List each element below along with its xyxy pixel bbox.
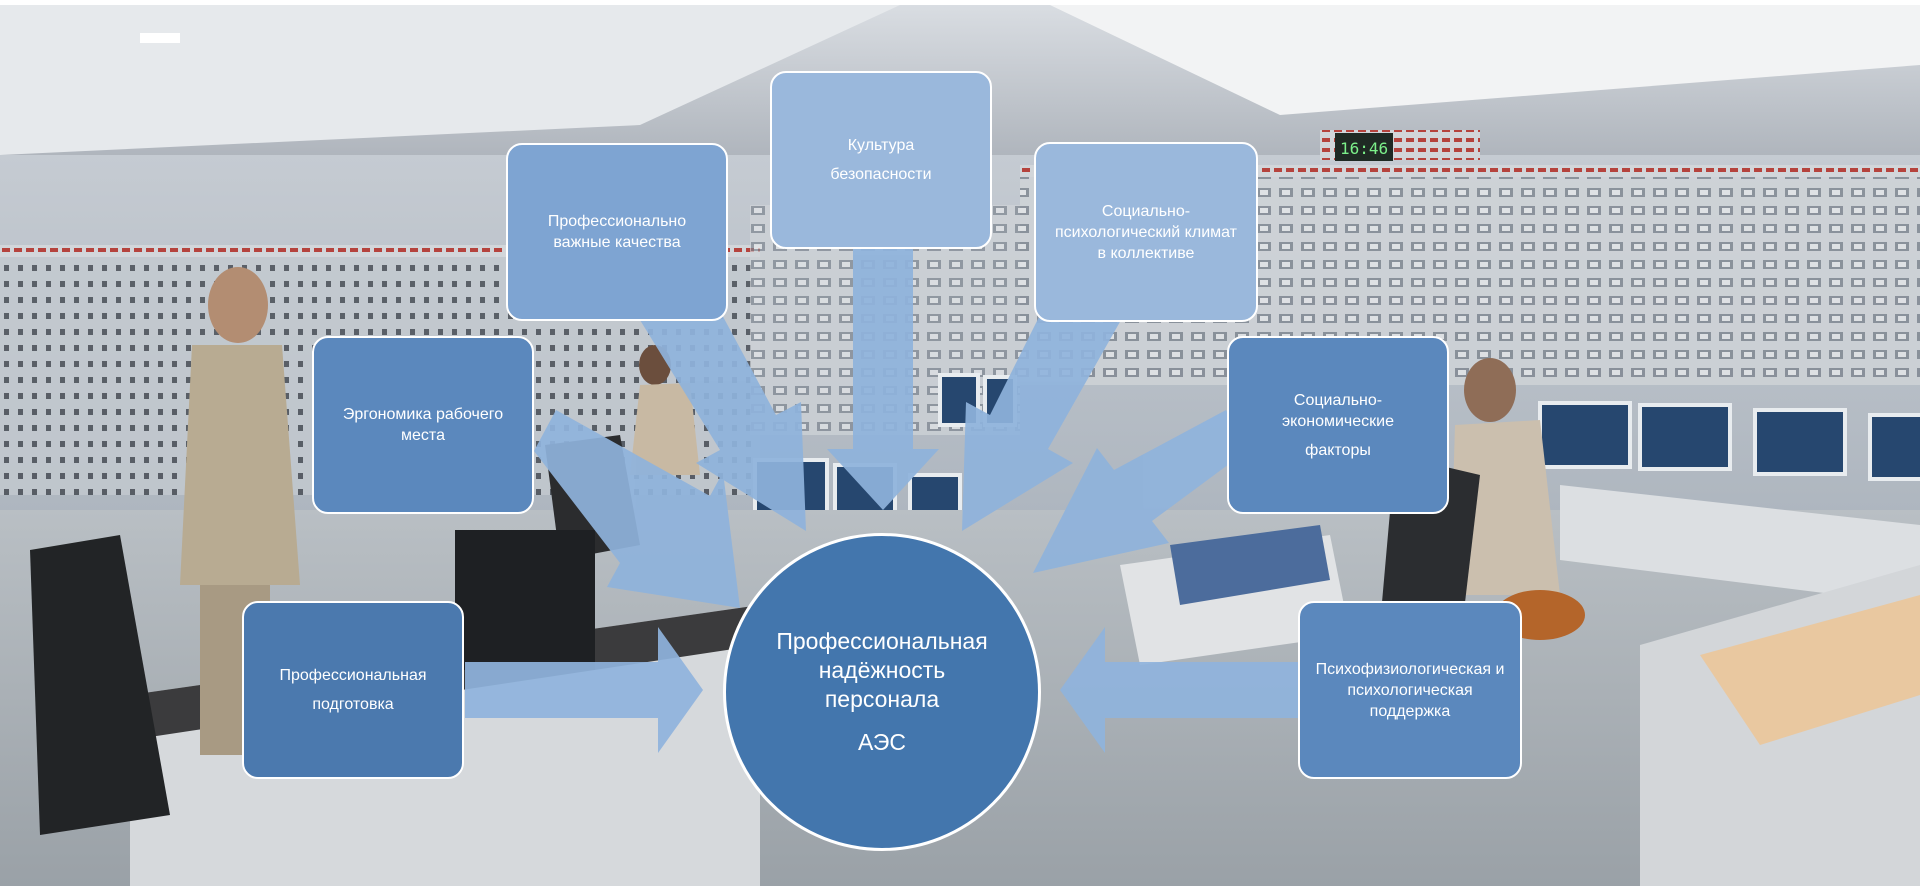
factor-qualities-line1: Профессионально (547, 213, 687, 230)
factor-support-line2: психологическая (1347, 681, 1473, 699)
factor-climate-line2: психологический климат (1054, 223, 1238, 241)
factor-training: Профессиональная подготовка (242, 601, 464, 779)
arrow-economic (1033, 410, 1248, 573)
svg-text:16:46: 16:46 (1340, 139, 1388, 158)
arrow-climate (962, 285, 1121, 531)
factor-culture-line2: безопасности (830, 166, 932, 183)
factor-culture: Культура безопасности (770, 71, 992, 249)
factor-climate-line3: в коллективе (1097, 244, 1195, 262)
factor-support-line1: Психофизиологическая и (1315, 660, 1505, 678)
hub-line1: Профессиональная (776, 628, 988, 654)
arrow-support (1060, 627, 1298, 753)
factor-culture-line1: Культура (847, 137, 915, 154)
hub-circle: Профессиональная надёжность персонала АЭ… (723, 533, 1041, 851)
factor-qualities: Профессионально важные качества (506, 143, 728, 321)
factor-qualities-line2: важные качества (553, 234, 681, 251)
factor-training-line1: Профессиональная (279, 667, 427, 684)
factor-training-line2: подготовка (312, 696, 394, 713)
factor-economic-line3: факторы (1305, 441, 1371, 459)
factor-support-line3: поддержка (1369, 702, 1451, 720)
factor-support: Психофизиологическая и психологическая п… (1298, 601, 1522, 779)
arrows-layer (465, 248, 1298, 753)
hub-line2: надёжность (818, 657, 946, 683)
factor-ergonomics: Эргономика рабочего места (312, 336, 534, 514)
arrow-training (465, 627, 703, 753)
factor-economic: Социально- экономические факторы (1227, 336, 1449, 514)
arrow-culture (827, 248, 939, 510)
hub-line3: персонала (824, 686, 940, 712)
factor-climate-line1: Социально- (1101, 202, 1191, 220)
factor-ergonomics-line2: места (401, 427, 445, 444)
factor-ergonomics-line1: Эргономика рабочего (342, 406, 504, 423)
factor-economic-line1: Социально- (1293, 391, 1383, 409)
hub-abbreviation: АЭС (858, 729, 906, 755)
factor-climate: Социально- психологический климат в колл… (1034, 142, 1258, 322)
factor-economic-line2: экономические (1282, 412, 1394, 430)
arrow-ergonomics (534, 410, 740, 608)
arrow-qualities (640, 285, 806, 531)
diagram-stage: 16:46 (0, 5, 1920, 886)
